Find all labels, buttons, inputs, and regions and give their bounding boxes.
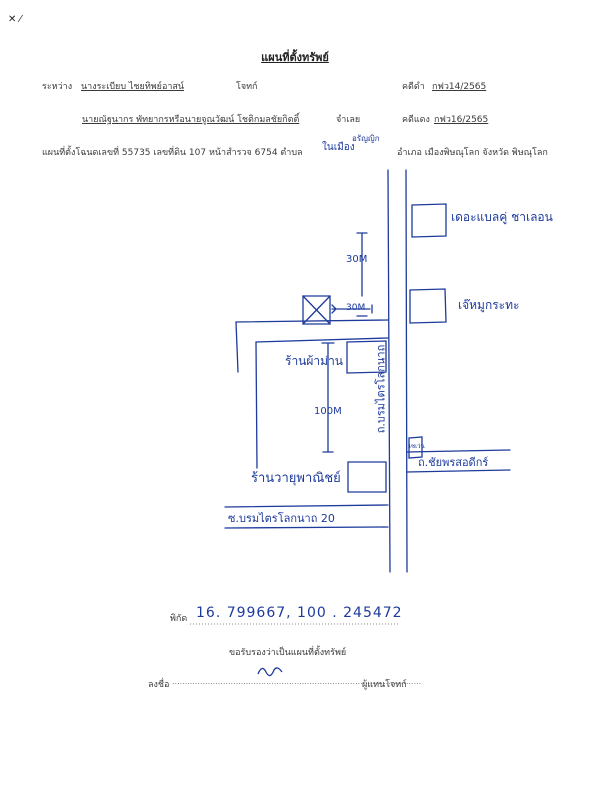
distance-30-horizontal: 30M (346, 303, 366, 313)
small-box-label: เซเว่น (409, 443, 425, 450)
soi-top-edge (235, 319, 389, 323)
defendant-name: นายณัฐนากร พัทยากรหรือนายจูณวัฒน์ โชติกม… (82, 115, 300, 125)
soi-left-corner (235, 321, 239, 373)
distance-30-vertical: 30M (346, 254, 368, 265)
soi-label: ซ.บรมไตรโลกนาถ 20 (228, 512, 335, 525)
building-top-right (411, 203, 447, 238)
block-left-edge (255, 341, 258, 469)
soi20-top-edge (224, 504, 389, 508)
side-road-bottom (406, 469, 511, 473)
building-pharmacy (347, 461, 387, 493)
shop-pharmacy-label: ร้านวายุพาณิชย์ (251, 471, 341, 486)
location-line: แผนที่ตั้งโฉนดเลขที่ 55735 เลขที่ดิน 107… (42, 148, 303, 158)
building-mid-right (409, 288, 447, 324)
sign-role: ผู้แทนโจทก์ (362, 680, 407, 690)
coords-value: 16. 799667, 100 . 245472 (196, 605, 403, 621)
page-title: แผนที่ตั้งทรัพย์ (261, 51, 329, 64)
shop-mid-label: เจ๊หมูกระทะ (458, 298, 520, 312)
shop-pearl-label: ร้านผ้าม่าน (285, 354, 344, 368)
soi20-bottom-edge (224, 526, 389, 529)
plaintiff-role: โจทก์ (236, 82, 258, 92)
small-box (408, 436, 423, 459)
main-road-left-edge (387, 169, 391, 573)
between-label: ระหว่าง (42, 82, 73, 92)
building-pearl (346, 340, 387, 374)
subdistrict-correction: อรัญญิก (352, 134, 380, 143)
sign-label: ลงชื่อ (148, 680, 170, 690)
side-road-top (406, 449, 511, 453)
subdistrict-handwritten: ในเมือง (322, 142, 355, 153)
sign-dots: ........................................… (172, 677, 422, 686)
coords-label: พิกัด (170, 614, 188, 624)
shop-top-label: เดอะแบลคู่ ชาเลอน (451, 210, 553, 224)
distance-100: 100M (314, 406, 342, 417)
red-case-label: คดีแดง (402, 115, 430, 125)
soi-bottom-edge (255, 337, 389, 343)
red-case-number: กฟว16/2565 (434, 115, 489, 125)
black-case-number: กฟว14/2565 (432, 82, 487, 92)
certify-text: ขอรับรองว่าเป็นแผนที่ตั้งทรัพย์ (229, 648, 347, 658)
plaintiff-name: นางระเบียบ ไชยทิพย์อาสน์ (81, 82, 185, 92)
location-district: อำเภอ เมืองพิษณุโลก จังหวัด พิษณุโลก (397, 148, 548, 158)
defendant-role: จำเลย (336, 115, 361, 125)
black-case-label: คดีดำ (402, 82, 425, 92)
side-road-label: ถ.ชัยพรสอดีกร์ (418, 456, 489, 469)
corner-mark: ✕ ⁄ (8, 14, 22, 25)
main-road-right-edge (405, 169, 408, 573)
